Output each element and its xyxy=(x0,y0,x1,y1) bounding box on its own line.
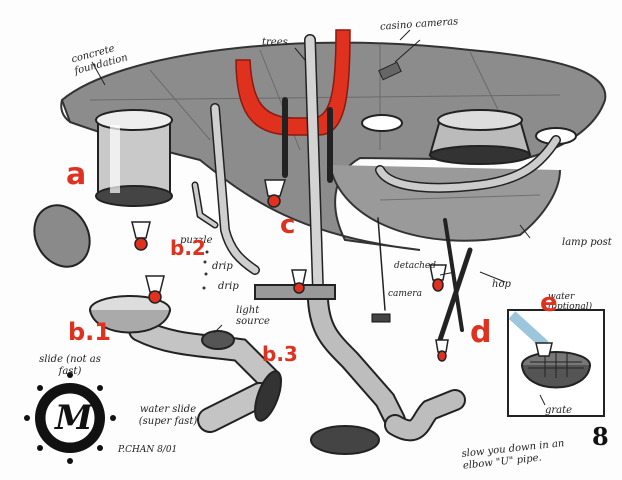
section-letter-b1: b.1 xyxy=(68,318,111,346)
m-emblem xyxy=(24,372,116,464)
water-slide-label: water slide (super fast) xyxy=(138,404,198,427)
ceiling-light-right xyxy=(428,109,532,165)
puzzle-label: puzzle xyxy=(180,235,213,246)
emblem-letter: M xyxy=(55,398,93,438)
page-number: 8 xyxy=(592,422,609,451)
slide-basin xyxy=(89,295,171,334)
grate-label: grate xyxy=(545,405,573,416)
lamp-post-label: lamp post xyxy=(562,237,612,248)
tube-a xyxy=(95,109,173,207)
drip-label-2: drip xyxy=(218,281,239,292)
camera-label: camera xyxy=(388,289,422,299)
elbow-mouth xyxy=(310,425,380,455)
pipe-mouth-b3 xyxy=(254,370,282,422)
character-figures xyxy=(131,179,449,362)
ceiling-hole-1 xyxy=(361,114,403,132)
section-letter-c: c xyxy=(280,210,296,240)
section-letter-a: a xyxy=(66,157,87,192)
slide-label: slide (not as fast) xyxy=(39,354,101,377)
section-letter-b3: b.3 xyxy=(262,342,298,366)
trees-label: trees xyxy=(262,37,288,48)
manhole-cover xyxy=(33,204,91,268)
inset-grate-box xyxy=(507,309,605,417)
section-letter-b2: b.2 xyxy=(170,236,206,260)
drips xyxy=(202,250,209,290)
casino-camera-icon xyxy=(378,39,421,81)
drip-label-1: drip xyxy=(212,261,233,272)
section-letter-d: d xyxy=(470,315,492,350)
detached-label: detached xyxy=(394,261,436,271)
trees-u-shape xyxy=(235,29,351,136)
leader-lines xyxy=(91,29,546,406)
concrete-foundation xyxy=(60,41,607,251)
section-letter-e: e xyxy=(540,288,558,318)
light-source-label: light source xyxy=(236,305,270,327)
camera-icon xyxy=(371,313,391,323)
hop-label: hop xyxy=(492,279,511,290)
water-optional-label: water (optional) xyxy=(548,292,593,312)
light-source-grate xyxy=(201,330,235,350)
pipe-network xyxy=(128,34,561,442)
signature: P.CHAN 8/01 xyxy=(118,445,178,455)
